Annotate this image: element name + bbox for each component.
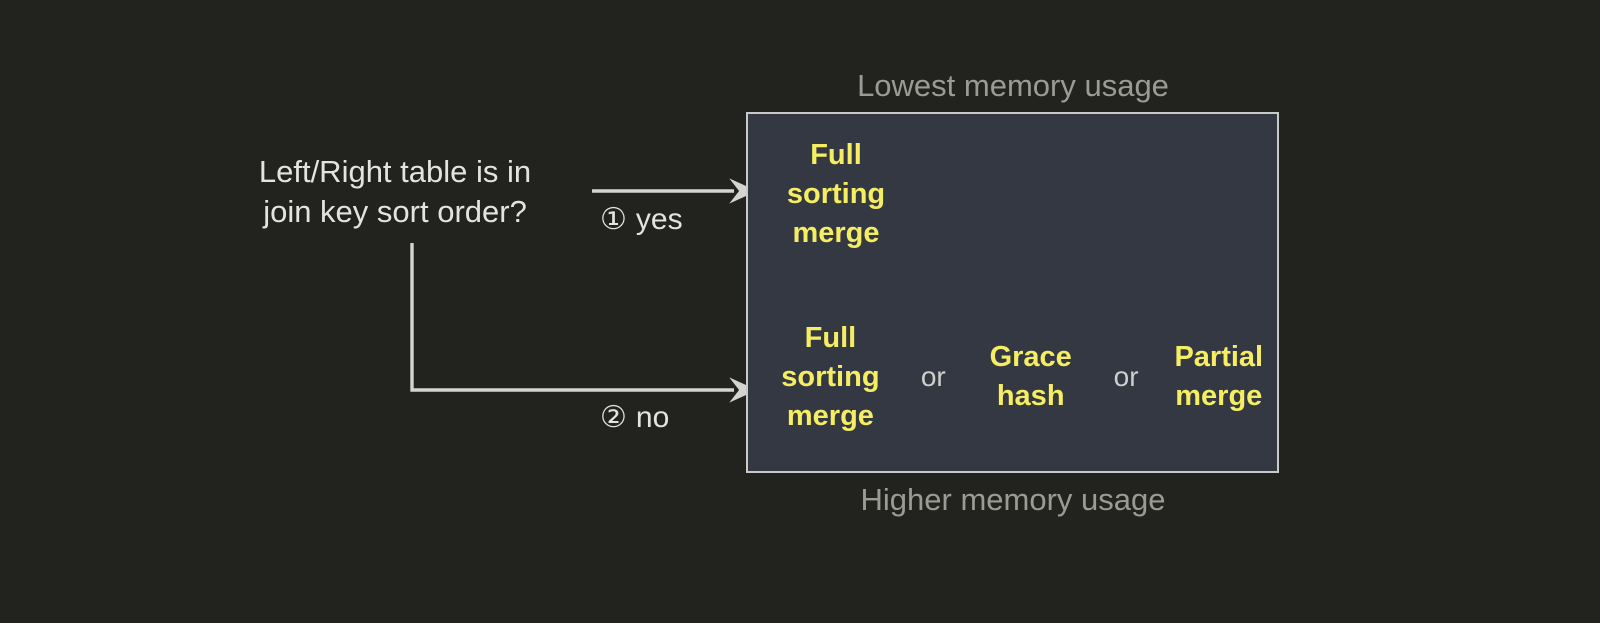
option-line: Grace	[989, 341, 1072, 374]
option-line: merge	[792, 216, 880, 249]
caption-higher-memory: Higher memory usage	[860, 482, 1166, 517]
branch-marker-1: ①	[600, 203, 627, 236]
strategy-option-full-sorting-merge-low[interactable]: Full sorting merge	[771, 136, 901, 253]
option-line: Full	[804, 322, 857, 354]
strategy-option-grace-hash[interactable]: Grace hash	[976, 338, 1086, 416]
strategy-conjunction-2: or	[1113, 361, 1139, 393]
decision-question-line-1: Left/Right table is in	[258, 154, 532, 189]
strategy-option-partial-merge[interactable]: Partial merge	[1161, 338, 1277, 416]
branch-text-no: no	[635, 401, 670, 434]
arrow-no	[410, 243, 758, 403]
option-line: merge	[786, 399, 874, 432]
option-line: Partial	[1174, 341, 1264, 374]
strategy-tier-lowest-memory: Full sorting merge	[748, 136, 1277, 253]
caption-lowest-memory: Lowest memory usage	[857, 68, 1169, 103]
option-line: merge	[1175, 380, 1263, 413]
decision-question: Left/Right table is in join key sort ord…	[210, 152, 580, 231]
option-line: sorting	[781, 360, 880, 393]
decision-question-line-2: join key sort order?	[263, 193, 527, 229]
branch-marker-2: ②	[600, 401, 627, 434]
strategy-conjunction-1: or	[920, 361, 946, 393]
branch-text-yes: yes	[635, 203, 683, 236]
option-line: hash	[996, 380, 1065, 413]
strategy-tier-higher-memory: Full sorting merge or Grace hash or Part…	[748, 319, 1277, 436]
join-strategy-box: Full sorting merge Full sorting merge or…	[746, 112, 1279, 473]
option-line: sorting	[786, 177, 886, 210]
option-line: Full	[810, 139, 862, 171]
strategy-option-full-sorting-merge-high[interactable]: Full sorting merge	[768, 319, 893, 436]
